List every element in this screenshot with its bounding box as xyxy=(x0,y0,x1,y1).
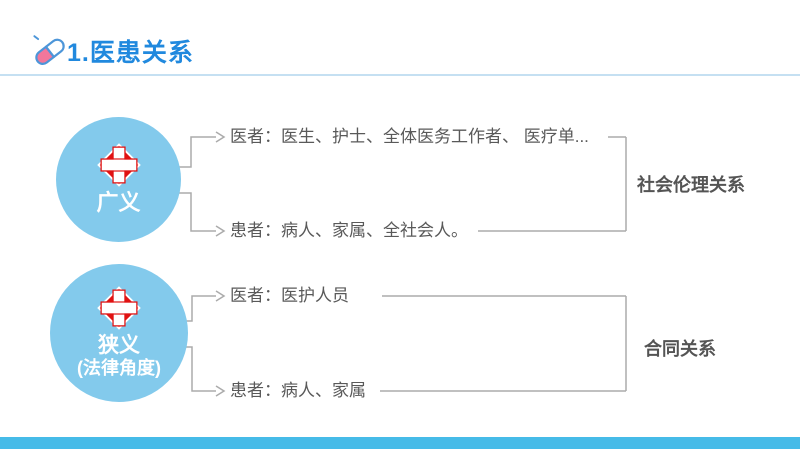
node-narrow-circle: 狭义 (法律角度) xyxy=(50,264,188,402)
elbow-connector xyxy=(185,295,216,322)
branch-text: 患者：病人、家属 xyxy=(230,381,366,400)
arrowhead-icon xyxy=(215,385,226,397)
hospital-cross-icon xyxy=(97,286,141,330)
arrowhead-icon xyxy=(215,131,226,143)
branch-text: 医者：医护人员 xyxy=(230,286,349,305)
elbow-connector xyxy=(185,346,216,392)
node-sublabel: (法律角度) xyxy=(77,358,161,379)
node-label: 广义 xyxy=(96,190,141,216)
branch-text: 医者：医生、护士、全体医务工作者、 医疗单... xyxy=(230,127,589,146)
footer-bar xyxy=(0,437,800,449)
elbow-connector xyxy=(179,136,216,168)
sparkle-line xyxy=(33,35,40,41)
node-broad-circle: 广义 xyxy=(56,117,181,242)
branch-text: 患者：病人、家属、全社会人。 xyxy=(230,221,468,240)
relation-label-contract: 合同关系 xyxy=(644,339,716,359)
pill-icon xyxy=(33,35,65,65)
arrowhead-icon xyxy=(215,225,226,237)
arrowhead-icon xyxy=(215,290,226,302)
elbow-connector xyxy=(179,192,216,232)
node-label: 狭义 xyxy=(98,334,140,358)
hospital-cross-icon xyxy=(96,143,141,188)
slide-title: 1.医患关系 xyxy=(67,39,194,67)
relation-label-social-ethics: 社会伦理关系 xyxy=(637,175,745,195)
header-divider xyxy=(0,74,800,76)
